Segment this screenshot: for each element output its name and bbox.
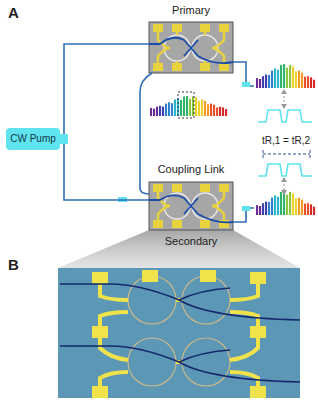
- panel-letter: A: [8, 4, 19, 22]
- primary-chip-node: Primary: [149, 4, 233, 73]
- comb-line: [271, 198, 273, 215]
- comb-line: [198, 101, 200, 116]
- comb-line: [301, 73, 303, 88]
- comb-line: [180, 100, 182, 116]
- comb-line: [222, 107, 224, 116]
- comb-line: [207, 104, 209, 116]
- comb-line: [259, 206, 261, 215]
- comb-line: [274, 68, 276, 88]
- device-photo: [58, 268, 300, 398]
- comb-line: [280, 65, 282, 88]
- comb-line: [165, 104, 167, 116]
- comb-line: [153, 109, 155, 116]
- comb-line: [168, 102, 170, 116]
- comb-line: [265, 75, 267, 88]
- fiber-connector: [60, 44, 149, 139]
- fiber-coupler: [242, 206, 250, 211]
- pulse-train: [258, 110, 312, 122]
- comb-line: [310, 77, 312, 88]
- fiber-splitter: [60, 134, 68, 144]
- comb-line: [286, 195, 288, 215]
- comb-line: [304, 77, 306, 88]
- comb-line: [292, 193, 294, 215]
- comb-line: [225, 109, 227, 116]
- comb-line: [201, 100, 203, 117]
- comb-line: [219, 107, 221, 116]
- primary-chip: [149, 22, 233, 73]
- comb-line: [268, 202, 270, 215]
- comb-line: [295, 198, 297, 215]
- comb-line: [171, 103, 173, 116]
- pump-box: CW Pump: [6, 128, 60, 150]
- comb-line: [162, 107, 164, 117]
- secondary-chip-node: Secondary: [149, 182, 233, 248]
- period-bracket: [263, 150, 310, 158]
- comb-line: [265, 202, 267, 215]
- comb-line: [174, 100, 176, 117]
- coupling-fiber: [140, 73, 152, 194]
- comb-line: [301, 200, 303, 215]
- comb-line: [195, 97, 197, 116]
- comb-line: [268, 75, 270, 88]
- fiber-connector: [60, 139, 149, 200]
- comb-line: [262, 203, 264, 215]
- pulse-train: [258, 164, 312, 176]
- period-label: tR,1 = tR,2: [262, 135, 310, 147]
- comb-line: [298, 71, 300, 88]
- comb-line: [307, 203, 309, 215]
- comb-line: [150, 108, 152, 116]
- node-label: Secondary: [165, 235, 218, 248]
- comb-line: [262, 76, 264, 88]
- comb-line: [216, 107, 218, 116]
- comb-line: [307, 76, 309, 88]
- comb-line: [189, 99, 191, 116]
- node-label: CW Pump: [10, 133, 56, 145]
- comb-line: [186, 96, 188, 116]
- comb-line: [286, 68, 288, 88]
- comb-line: [313, 207, 315, 215]
- comb-line: [274, 195, 276, 215]
- comb-line: [292, 66, 294, 88]
- comb-line: [277, 70, 279, 88]
- comb-line: [277, 197, 279, 215]
- comb-line: [159, 106, 161, 116]
- panel-letter: B: [8, 256, 19, 274]
- comb-line: [183, 96, 185, 116]
- comb-line: [259, 79, 261, 88]
- zoom-projection: [58, 230, 300, 268]
- comb-line: [271, 71, 273, 88]
- secondary-chip: [149, 182, 233, 230]
- comb-line: [298, 198, 300, 215]
- comb-line: [210, 104, 212, 116]
- comb-line: [283, 64, 285, 88]
- comb-line: [256, 78, 258, 88]
- comb-line: [289, 65, 291, 88]
- comb-line: [280, 192, 282, 215]
- comb-line: [289, 192, 291, 215]
- comb-line: [204, 101, 206, 116]
- link-label: Coupling Link: [158, 163, 225, 176]
- comb-line: [156, 107, 158, 116]
- fiber-coupler: [242, 82, 250, 87]
- output-fiber: [233, 62, 254, 86]
- comb-line: [295, 71, 297, 88]
- comb-line: [213, 105, 215, 116]
- comb-line: [310, 204, 312, 215]
- comb-line: [304, 204, 306, 215]
- node-label: Primary: [172, 4, 210, 17]
- filter-window: [178, 92, 194, 118]
- comb-line: [256, 205, 258, 215]
- comb-spectra: [150, 64, 315, 215]
- comb-line: [313, 80, 315, 88]
